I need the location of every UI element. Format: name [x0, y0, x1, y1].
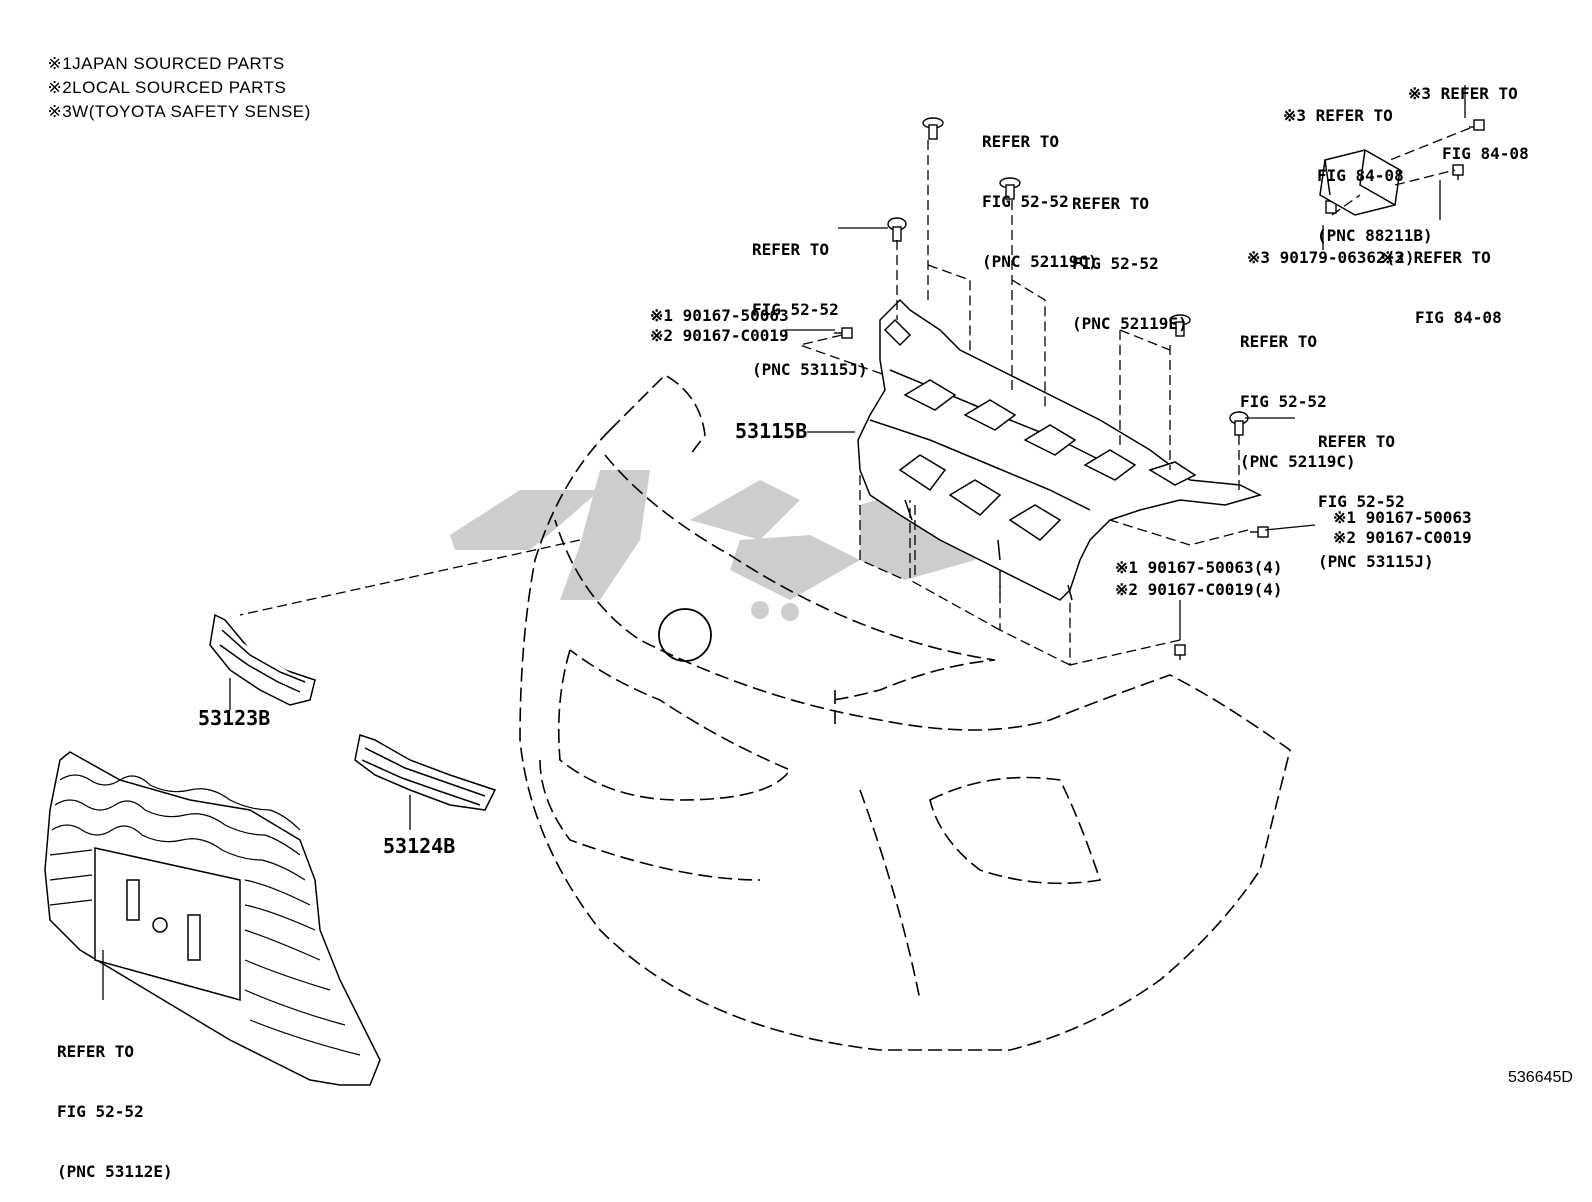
refer-line: FIG 52-52 [752, 300, 839, 319]
refer-53115j-left: REFER TO FIG 52-52 (PNC 53115J) [752, 200, 868, 400]
refer-84-08-top-right: ※3 REFER TO FIG 84-08 [1408, 44, 1529, 184]
label-53124b: 53124B [383, 834, 456, 858]
refer-84-08-mid-right: ※3 REFER TO FIG 84-08 [1381, 208, 1502, 348]
legend-text: LOCAL SOURCED PARTS [72, 78, 287, 97]
fasteners [834, 117, 1485, 660]
callout-90167-c0019-qty4: ※2 90167-C0019(4) [1115, 580, 1283, 599]
refer-line: REFER TO [1318, 432, 1396, 451]
refer-53115j-right: REFER TO FIG 52-52 (PNC 53115J) [1318, 392, 1434, 592]
legend-local: ※2LOCAL SOURCED PARTS [37, 62, 286, 96]
callout-90167-c0019-left: ※2 90167-C0019 [650, 326, 789, 345]
clip-icon-52119c-right [1169, 314, 1191, 337]
legend-text: W(TOYOTA SAFETY SENSE) [72, 102, 311, 121]
leader-lines [102, 85, 1466, 1000]
bolt-icon-bottom [1174, 644, 1186, 660]
refer-line: REFER TO [1072, 194, 1150, 213]
refer-line: FIG 52-52 [982, 192, 1069, 211]
emblem-mount-outline [658, 608, 712, 662]
refer-line: FIG 84-08 [1317, 166, 1404, 185]
refer-52119c-top: REFER TO FIG 52-52 (PNC 52119C) [982, 92, 1098, 292]
grille-insert-53124b [354, 734, 497, 811]
refer-line: FIG 52-52 [1240, 392, 1327, 411]
refer-line: (PNC 53112E) [57, 1162, 173, 1181]
refer-53112e: REFER TO FIG 52-52 (PNC 53112E) [57, 1002, 173, 1202]
label-53123b: 53123B [198, 706, 271, 730]
bolt-icon-sensor-top [1469, 119, 1485, 131]
legend-mark: ※2 [47, 78, 73, 97]
refer-line: REFER TO [57, 1042, 135, 1061]
legend-tss: ※3W(TOYOTA SAFETY SENSE) [37, 86, 311, 120]
grille-mesh-pattern [49, 774, 361, 1056]
grille-bracket-53115b [857, 298, 1263, 601]
callout-90167-50063-right: ※1 90167-50063 [1333, 508, 1472, 527]
parts-diagram [44, 85, 1485, 1086]
refer-line: (PNC 52119E) [1072, 314, 1188, 333]
radiator-grille-53112e [44, 751, 381, 1086]
refer-line: ※3 REFER TO [1283, 106, 1393, 125]
sheet-id: 536645D [1508, 1069, 1573, 1086]
refer-52119e: REFER TO FIG 52-52 (PNC 52119E) [1072, 154, 1188, 354]
refer-line: REFER TO [1240, 332, 1318, 351]
refer-52119c-right: REFER TO FIG 52-52 (PNC 52119C) [1240, 292, 1356, 492]
callout-90167-50063-left: ※1 90167-50063 [650, 306, 789, 325]
refer-line: (PNC 52119C) [1240, 452, 1356, 471]
refer-line: ※3 REFER TO [1408, 84, 1518, 103]
assembly-lines [239, 127, 1471, 666]
callout-90179-06362: ※3 90179-06362(2) [1247, 248, 1415, 267]
callout-90167-50063-qty4: ※1 90167-50063(4) [1115, 558, 1283, 577]
refer-line: (PNC 52119C) [982, 252, 1098, 271]
refer-line: (PNC 53115J) [752, 360, 868, 379]
refer-line: REFER TO [752, 240, 830, 259]
refer-line: (PNC 53115J) [1318, 552, 1434, 571]
refer-line: (PNC 88211B) [1317, 226, 1433, 245]
callout-90167-c0019-right: ※2 90167-C0019 [1333, 528, 1472, 547]
refer-line: ※3 REFER TO [1381, 248, 1491, 267]
label-53115b: 53115B [735, 419, 808, 443]
bolt-icon-right [1250, 526, 1269, 538]
front-bumper-cover-outline [519, 374, 1291, 1051]
legend-japan: ※1JAPAN SOURCED PARTS [37, 38, 285, 72]
clip-icon-53115j-left [887, 217, 907, 242]
bolt-icon-left [834, 327, 853, 339]
refer-line: REFER TO [982, 132, 1060, 151]
refer-88211b: ※3 REFER TO FIG 84-08 (PNC 88211B) [1283, 66, 1433, 266]
radar-sensor-88211b [1319, 149, 1401, 216]
legend-text: JAPAN SOURCED PARTS [72, 54, 285, 73]
refer-line: FIG 52-52 [57, 1102, 144, 1121]
legend-mark: ※1 [47, 54, 73, 73]
refer-line: FIG 84-08 [1415, 308, 1502, 327]
clip-icon-52119e [999, 177, 1021, 200]
refer-line: FIG 52-52 [1072, 254, 1159, 273]
legend-mark: ※3 [47, 102, 73, 121]
refer-line: FIG 84-08 [1442, 144, 1529, 163]
refer-line: FIG 52-52 [1318, 492, 1405, 511]
clip-icon-top [922, 117, 944, 140]
grille-insert-53123b [209, 613, 316, 706]
bolt-icon-sensor-mid [1452, 164, 1464, 180]
